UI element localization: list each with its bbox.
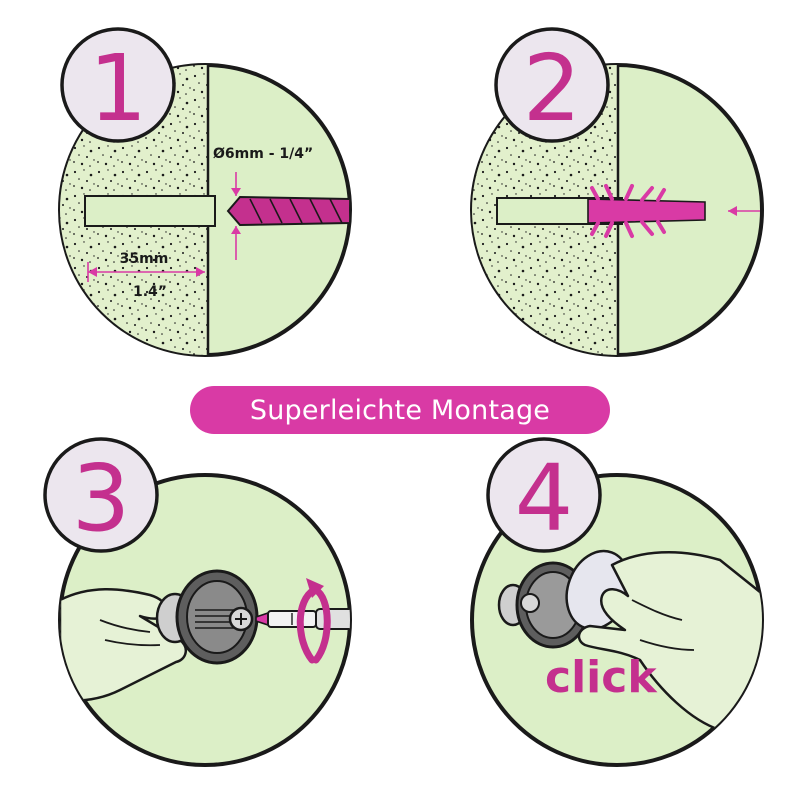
screwdriver-icon: [255, 608, 350, 630]
step-4-badge: 4: [486, 437, 602, 553]
depth-mm-label: 35mm: [120, 251, 169, 267]
title-banner: Superleichte Montage: [190, 386, 610, 434]
step-3-panel: 3: [43, 437, 352, 767]
step-2-badge: 2: [494, 27, 610, 143]
depth-in-label: 1.4”: [133, 284, 167, 300]
drilled-hole: [84, 195, 216, 227]
mount-fixture: [155, 569, 259, 665]
click-label: click: [545, 652, 658, 703]
step-3-badge: 3: [43, 437, 159, 553]
wall-plug-icon: [587, 184, 706, 238]
hand-icon: [60, 588, 188, 702]
step-1-number: 1: [89, 35, 148, 142]
rotate-arrow-icon: [296, 578, 331, 664]
hand-icon: [577, 550, 762, 732]
step-1-badge: 1: [60, 27, 176, 143]
drill-bit-icon: [226, 195, 350, 227]
step-2-panel: 2: [470, 27, 764, 357]
step-2-number: 2: [523, 35, 582, 142]
drill-size-label: Ø6mm - 1/4”: [213, 146, 313, 162]
step-4-panel: click 4: [470, 437, 764, 767]
step-4-number: 4: [515, 445, 574, 552]
step-3-number: 3: [72, 445, 131, 552]
banner-title: Superleichte Montage: [249, 394, 551, 426]
step-1-panel: Ø6mm - 1/4” 35mm 1.4” 1: [58, 27, 352, 357]
